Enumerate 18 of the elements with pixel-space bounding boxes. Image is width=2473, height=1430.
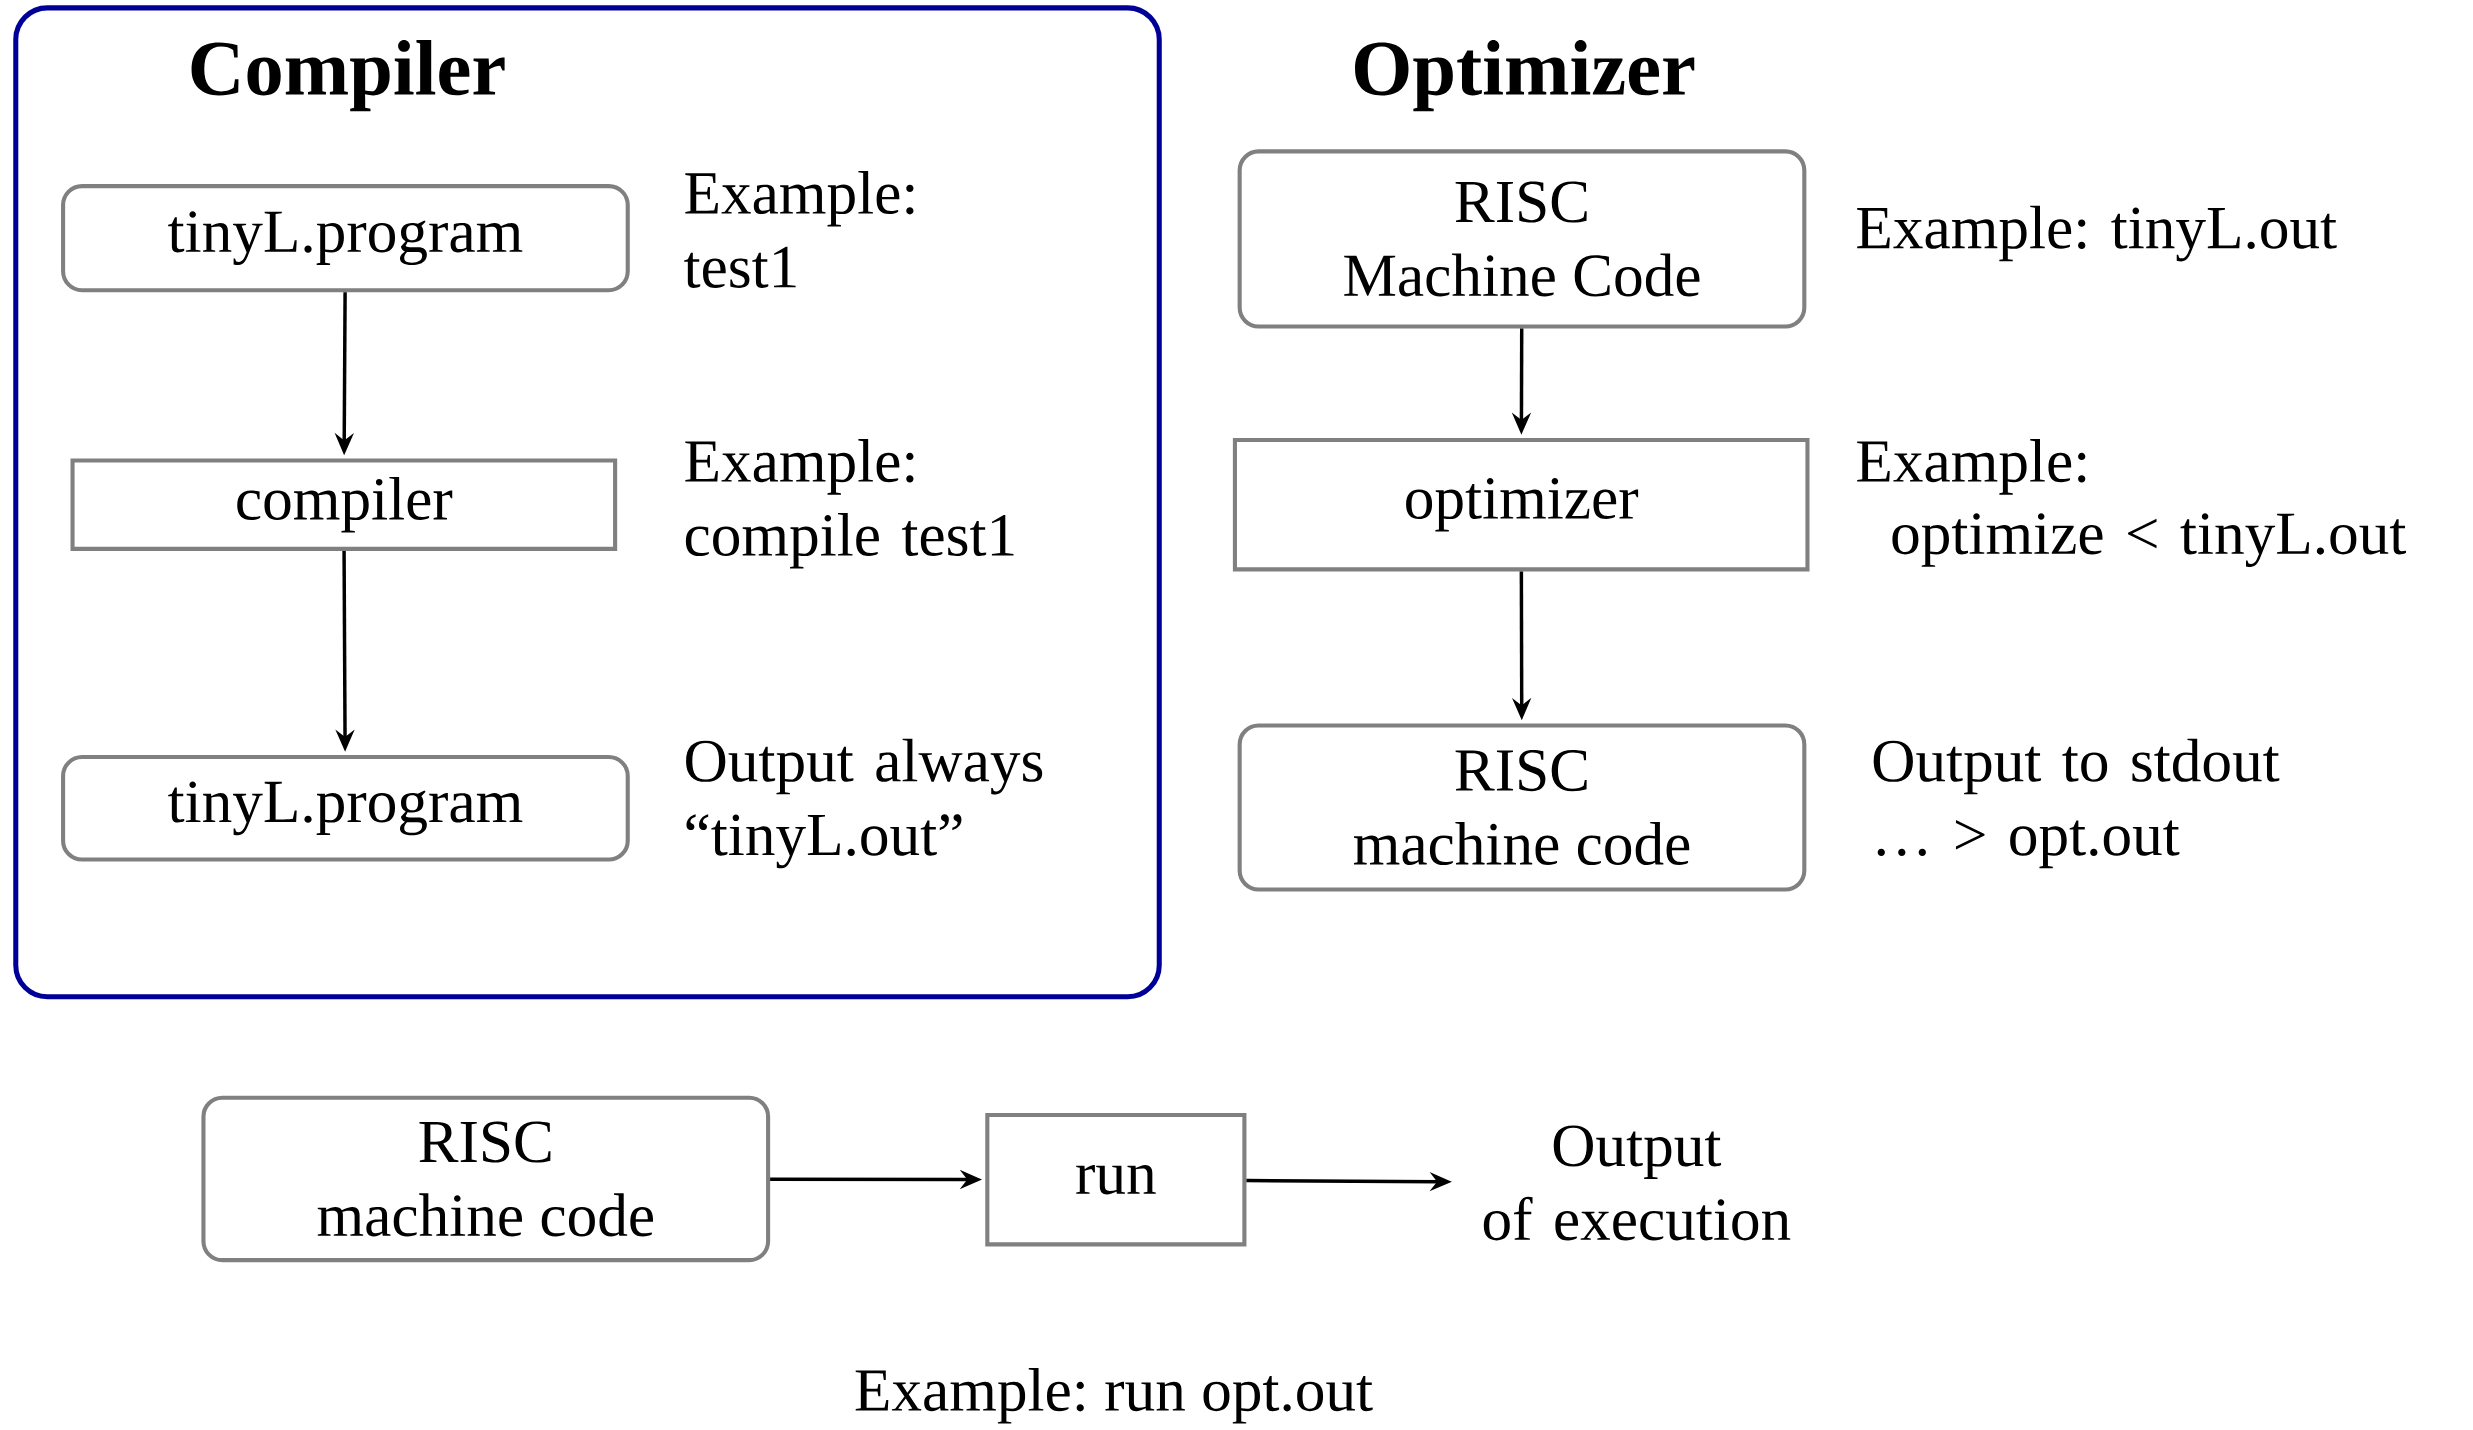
annotation-text: Output always “tinyL.out”: [686, 738, 1043, 869]
step-box: run: [985, 1112, 1247, 1247]
process-box: tinyL.program: [61, 183, 630, 293]
output-text: Output of execution: [1483, 1125, 1791, 1241]
annotation-text: Example: tinyL.out: [1857, 205, 2337, 262]
group-heading: Compiler: [191, 39, 505, 112]
annotation-text: Output to stdout … > opt.out: [1873, 738, 2280, 868]
step-box: optimizer: [1232, 437, 1810, 572]
process-box: RISC Machine Code: [1237, 149, 1807, 329]
annotation-text: Example:: [1857, 438, 2086, 495]
process-box: tinyL.program: [61, 754, 630, 862]
annotation-text: Example: compile test1: [685, 438, 1014, 569]
step-box: compiler: [70, 458, 618, 551]
process-box: RISC machine code: [201, 1095, 771, 1262]
process-box: RISC machine code: [1237, 723, 1807, 892]
annotation-text: Example: test1: [684, 170, 914, 288]
note-text: Example: run opt.out: [855, 1367, 1373, 1424]
annotation-text: optimize < tinyL.out: [1892, 513, 2406, 567]
